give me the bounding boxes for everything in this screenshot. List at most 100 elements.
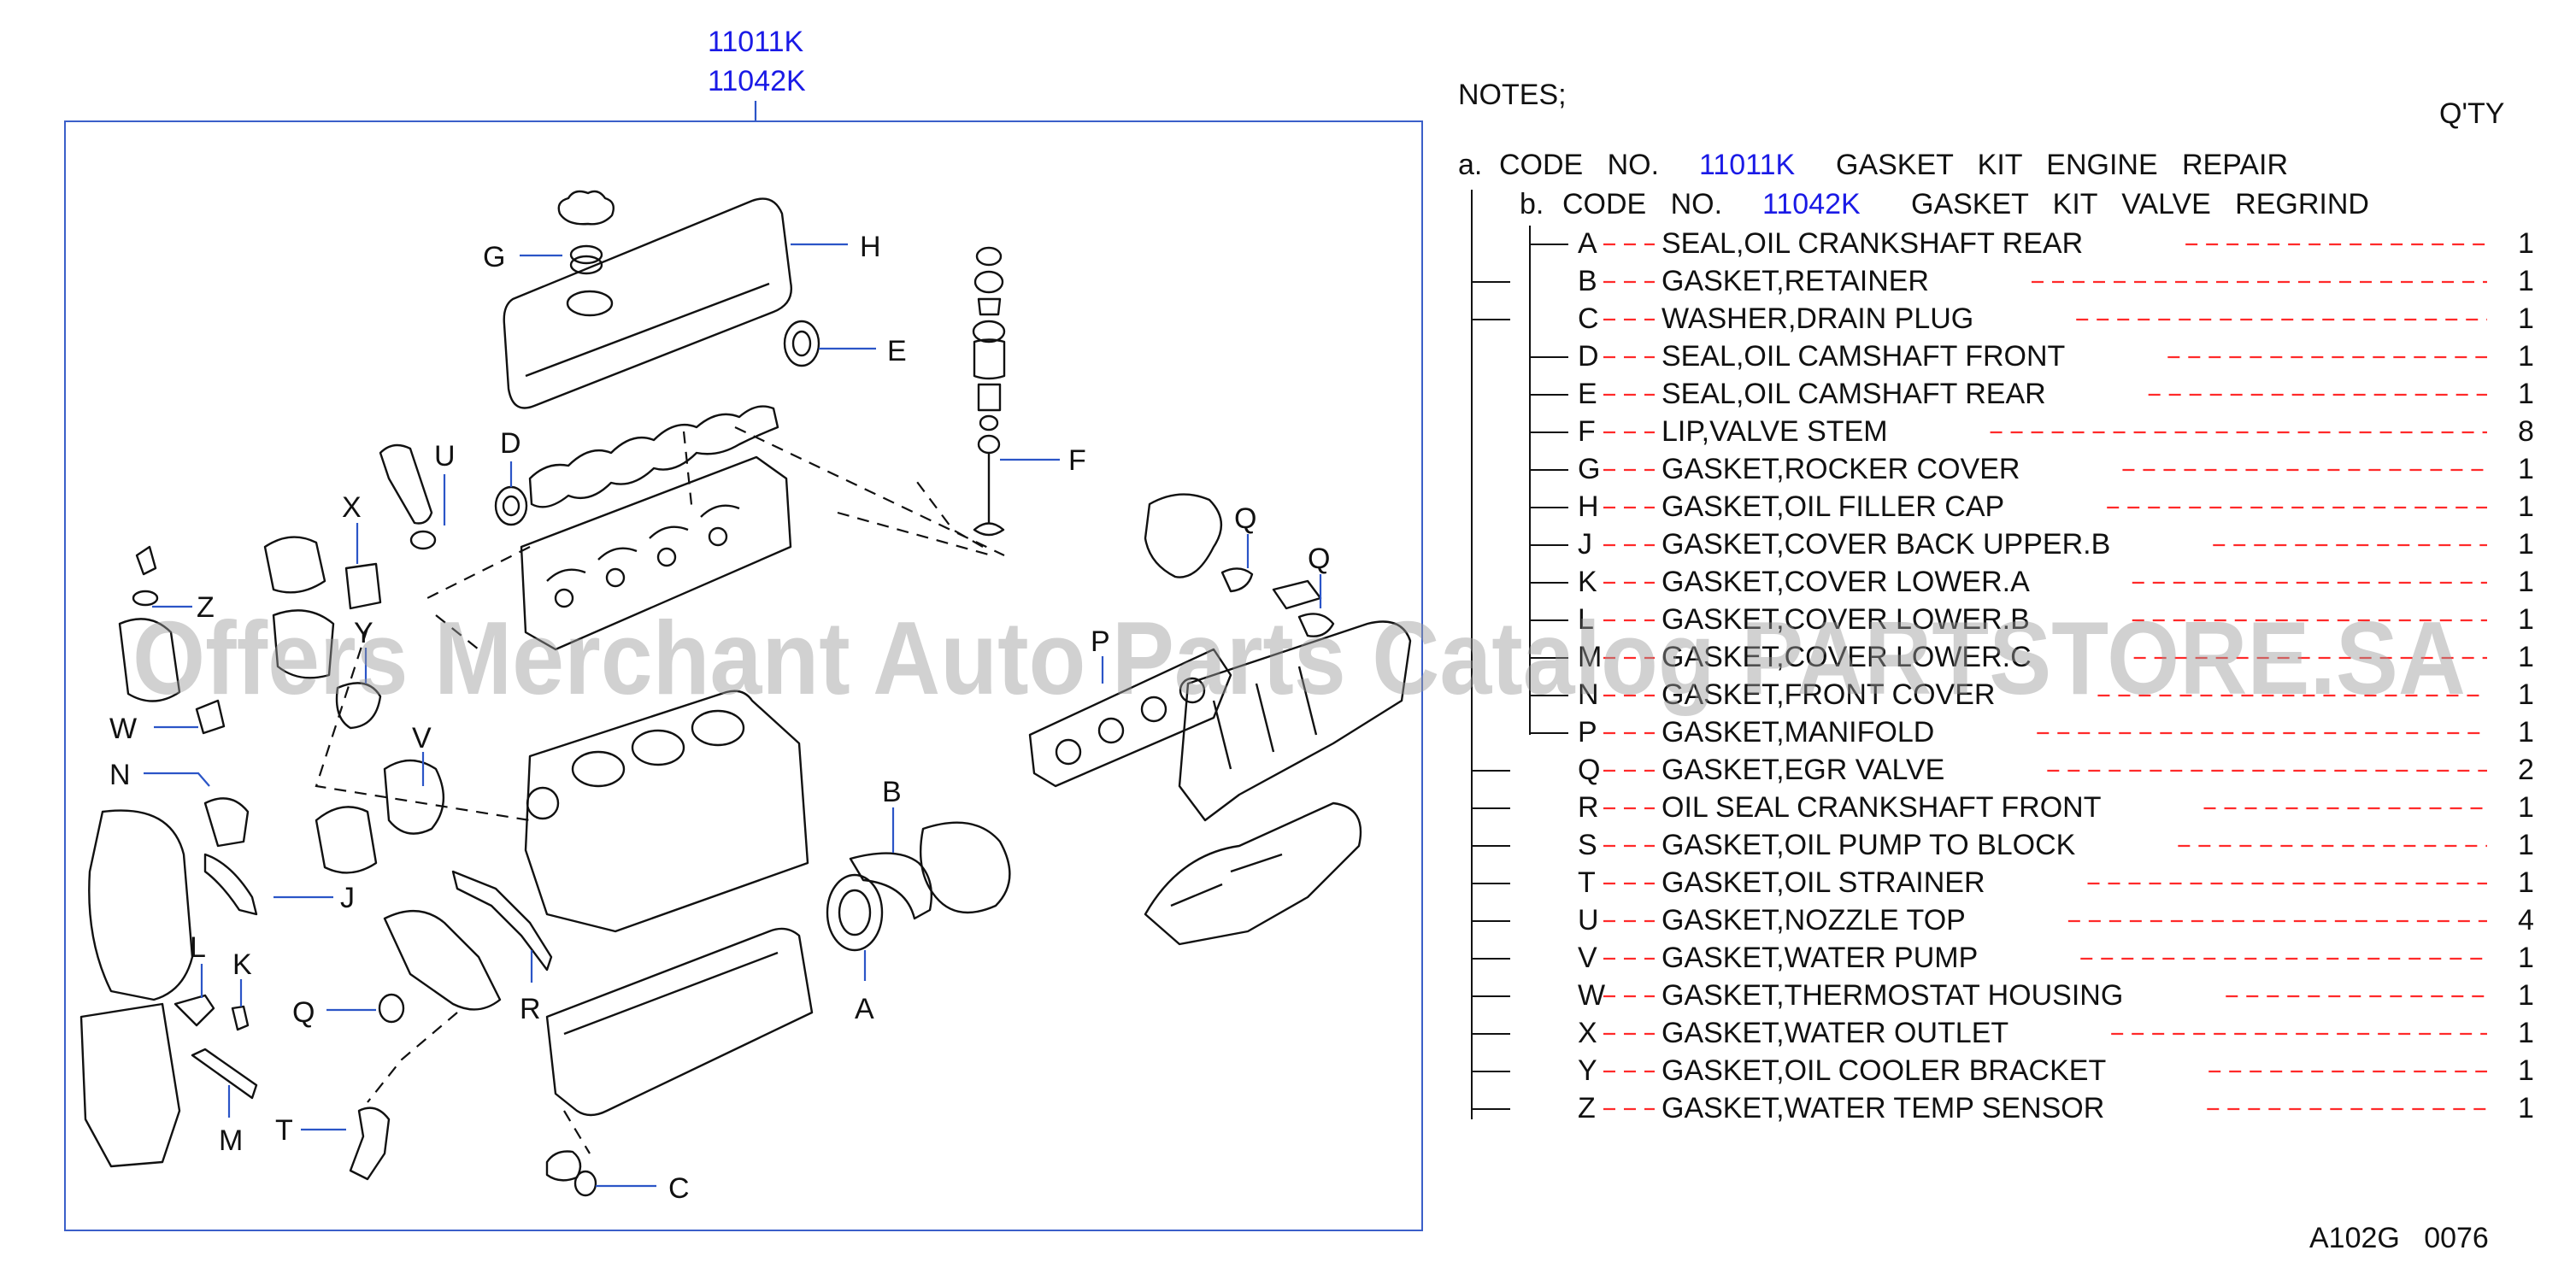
part-qty: 1 bbox=[2518, 227, 2534, 260]
callout-v[interactable]: V bbox=[412, 722, 432, 754]
callout-z[interactable]: Z bbox=[197, 591, 215, 624]
oil-filler-cap bbox=[557, 190, 615, 226]
kit-a-code[interactable]: 11011K bbox=[1699, 149, 1795, 181]
part-key: R bbox=[1578, 791, 1599, 824]
callout-u[interactable]: U bbox=[434, 440, 456, 473]
cylinder-head bbox=[520, 455, 792, 651]
timing-cover-lower bbox=[79, 1002, 181, 1168]
part-name: SEAL,OIL CAMSHAFT REAR bbox=[1661, 378, 2046, 410]
callout-d[interactable]: D bbox=[500, 427, 521, 460]
part-key: C bbox=[1578, 302, 1599, 335]
part-qty: 1 bbox=[2518, 866, 2534, 899]
callout-a[interactable]: A bbox=[855, 993, 874, 1025]
timing-cover-upper bbox=[88, 809, 194, 1001]
part-key: Y bbox=[1578, 1054, 1597, 1087]
part-qty: 8 bbox=[2518, 415, 2534, 448]
callout-t[interactable]: T bbox=[275, 1114, 293, 1147]
callout-x[interactable]: X bbox=[342, 491, 362, 524]
callout-r[interactable]: Q bbox=[292, 996, 315, 1029]
callout-p[interactable]: P bbox=[1091, 625, 1110, 658]
part-row[interactable]: R OIL SEAL CRANKSHAFT FRONT 1 bbox=[1472, 791, 2534, 824]
part-key: M bbox=[1578, 641, 1602, 673]
callout-n[interactable]: N bbox=[109, 759, 131, 791]
callout-w[interactable]: W bbox=[109, 713, 137, 745]
part-key: W bbox=[1578, 979, 1605, 1012]
intake-manifold bbox=[1178, 620, 1412, 822]
callout-s[interactable]: R bbox=[520, 993, 541, 1025]
camshaft bbox=[528, 405, 779, 508]
kit-code-top-1[interactable]: 11011K bbox=[708, 26, 803, 58]
part-qty: 4 bbox=[2518, 904, 2534, 936]
part-qty: 1 bbox=[2518, 603, 2534, 636]
part-qty: 1 bbox=[2518, 490, 2534, 523]
callout-f[interactable]: F bbox=[1068, 444, 1086, 477]
kit-code-top-2[interactable]: 11042K bbox=[708, 65, 806, 97]
part-name: GASKET,OIL FILLER CAP bbox=[1661, 490, 2004, 523]
callout-m[interactable]: L bbox=[190, 931, 206, 964]
part-name: OIL SEAL CRANKSHAFT FRONT bbox=[1661, 791, 2102, 824]
part-key: A bbox=[1578, 227, 1597, 260]
callouts: G H E F D U X Z Y W V N J L K Q M bbox=[109, 231, 1330, 1205]
part-qty: 1 bbox=[2518, 829, 2534, 861]
part-key: D bbox=[1578, 340, 1599, 373]
egr-valve bbox=[1144, 493, 1223, 578]
part-key: B bbox=[1578, 265, 1597, 297]
part-name: GASKET,COVER LOWER.A bbox=[1661, 566, 2030, 598]
engine-drawing bbox=[79, 190, 1412, 1197]
callout-c[interactable]: C bbox=[668, 1172, 690, 1205]
callout-l[interactable]: M bbox=[219, 1124, 243, 1157]
part-qty: 1 bbox=[2518, 528, 2534, 561]
part-qty: 1 bbox=[2518, 791, 2534, 824]
callout-k[interactable]: K bbox=[232, 948, 252, 981]
callout-q-1[interactable]: Q bbox=[1234, 502, 1256, 535]
part-key: U bbox=[1578, 904, 1599, 936]
callout-y[interactable]: Y bbox=[354, 617, 373, 649]
part-key: H bbox=[1578, 490, 1599, 523]
kit-b-prefix: CODE NO. bbox=[1562, 188, 1722, 220]
part-qty: 1 bbox=[2518, 716, 2534, 748]
kit-a-desc: GASKET KIT ENGINE REPAIR bbox=[1836, 149, 2288, 181]
watermark: Offers Merchant Auto Parts Catalog PARTS… bbox=[132, 600, 2466, 716]
exhaust-manifold bbox=[1144, 801, 1362, 946]
callout-g[interactable]: H bbox=[860, 231, 881, 263]
callout-j[interactable]: J bbox=[340, 882, 355, 914]
callout-b[interactable]: B bbox=[882, 776, 902, 808]
part-name: WASHER,DRAIN PLUG bbox=[1661, 302, 1973, 335]
notes-panel: NOTES; Q'TY a. CODE NO. 11011K GASKET KI… bbox=[1458, 79, 2534, 1254]
part-name: GASKET,COVER LOWER.C bbox=[1661, 641, 2032, 673]
part-row[interactable]: H GASKET,OIL FILLER CAP 1 bbox=[1530, 490, 2534, 523]
kit-b-code[interactable]: 11042K bbox=[1762, 188, 1861, 220]
part-qty: 1 bbox=[2518, 340, 2534, 373]
cam-rear-seal bbox=[783, 320, 820, 367]
part-key: S bbox=[1578, 829, 1597, 861]
callout-q-2[interactable]: Q bbox=[1308, 543, 1330, 575]
part-qty: 1 bbox=[2518, 942, 2534, 974]
callout-e[interactable]: E bbox=[887, 335, 907, 367]
part-qty: 1 bbox=[2518, 378, 2534, 410]
callout-h[interactable]: G bbox=[483, 241, 505, 273]
